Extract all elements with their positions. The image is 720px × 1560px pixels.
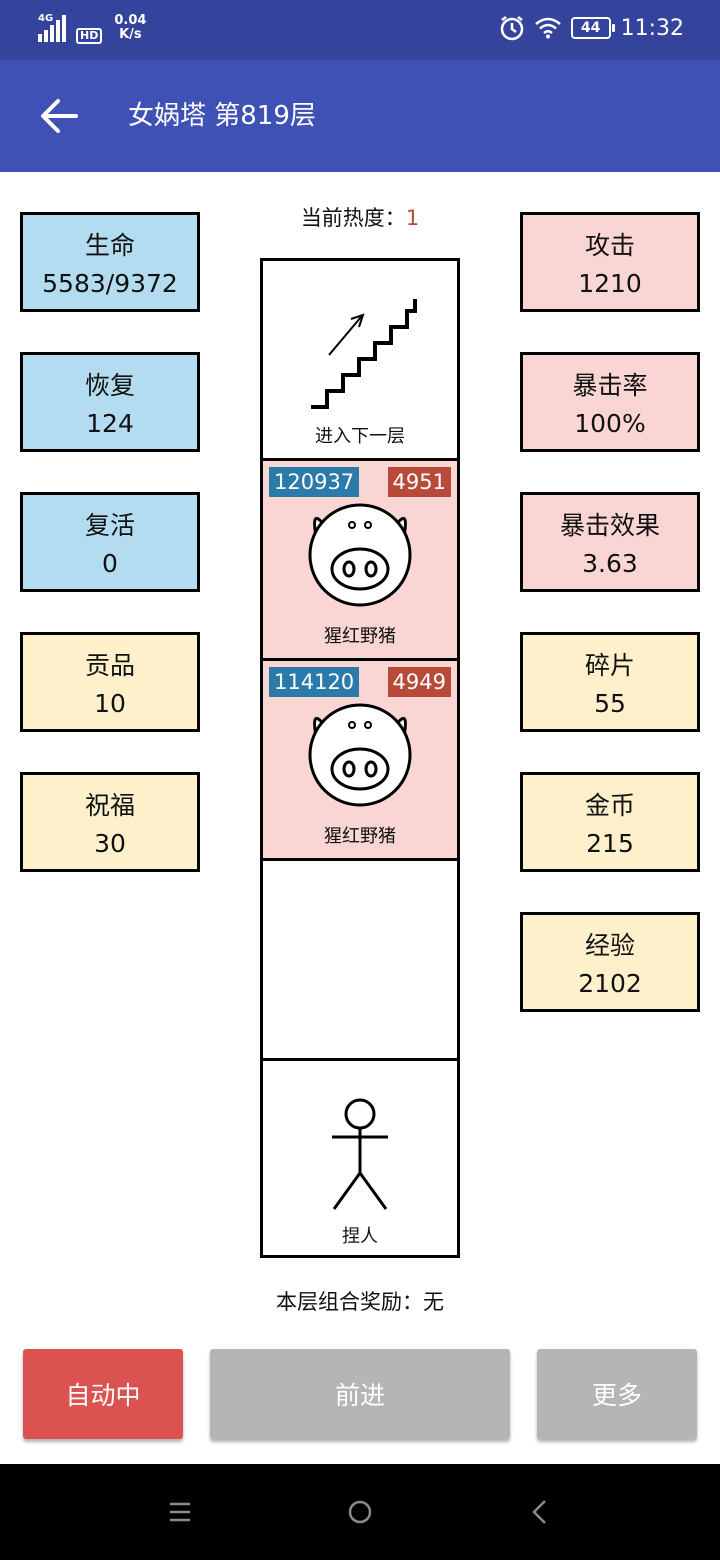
stat-tribute[interactable]: 贡品 10 (20, 632, 200, 732)
tower-cell-monster[interactable]: 120937 4951 猩红野猪 (263, 461, 457, 661)
stat-exp[interactable]: 经验 2102 (520, 912, 700, 1012)
network-type: 4G (38, 13, 54, 24)
stat-blessing[interactable]: 祝福 30 (20, 772, 200, 872)
battery-icon: 44 (570, 17, 615, 39)
stat-value: 1210 (578, 269, 642, 298)
stick-figure-icon (332, 1098, 388, 1210)
stat-label: 金币 (584, 791, 635, 820)
pig-icon (308, 503, 412, 607)
tower-cell-player[interactable]: 捏人 (263, 1061, 457, 1258)
stat-value: 100% (574, 409, 646, 438)
stat-label: 生命 (84, 231, 135, 260)
signal-icon: 4G (38, 14, 68, 42)
stat-gold[interactable]: 金币 215 (520, 772, 700, 872)
monster-hp-badge: 120937 (269, 467, 360, 497)
heat-label: 当前热度： (300, 206, 406, 230)
speed-value: 0.04 (114, 13, 147, 28)
stat-label: 祝福 (84, 791, 135, 820)
tower-cell-empty[interactable] (263, 861, 457, 1061)
stat-value: 0 (102, 549, 118, 578)
more-button[interactable]: 更多 (537, 1349, 697, 1439)
back-icon[interactable] (516, 1488, 564, 1536)
stat-attack[interactable]: 攻击 1210 (520, 212, 700, 312)
stat-label: 碎片 (584, 651, 635, 680)
stat-value: 124 (86, 409, 134, 438)
stat-label: 经验 (584, 931, 635, 960)
stat-label: 攻击 (584, 231, 635, 260)
status-bar: 4G HD 0.04 K/s 44 11:32 (0, 0, 720, 60)
heat-value: 1 (405, 206, 420, 230)
forward-button[interactable]: 前进 (210, 1349, 510, 1439)
cell-label: 进入下一层 (315, 426, 405, 447)
cell-label: 猩红野猪 (324, 626, 396, 647)
stat-value: 10 (94, 689, 126, 718)
stat-value: 3.63 (582, 549, 638, 578)
stat-value: 2102 (578, 969, 642, 998)
wifi-icon (534, 17, 561, 39)
stat-label: 复活 (84, 511, 135, 540)
bonus-value: 无 (423, 1290, 444, 1314)
stat-value: 30 (94, 829, 126, 858)
page-title: 女娲塔 第819层 (128, 101, 316, 131)
monster-attack-badge: 4949 (387, 667, 451, 697)
network-speed: 0.04 K/s (114, 14, 146, 42)
stat-label: 恢复 (84, 371, 135, 400)
stat-revive[interactable]: 复活 0 (20, 492, 200, 592)
stat-label: 暴击率 (572, 371, 648, 400)
tower: 进入下一层 120937 4951 猩红野猪 114120 4949 (260, 258, 460, 1258)
speed-unit: K/s (119, 27, 142, 42)
stat-value: 215 (586, 829, 634, 858)
cell-label: 捏人 (342, 1226, 378, 1247)
bonus-label: 本层组合奖励： (276, 1290, 423, 1314)
pig-icon (308, 703, 412, 807)
navigation-bar (0, 1464, 720, 1560)
stat-label: 暴击效果 (559, 511, 660, 540)
cell-label: 猩红野猪 (324, 826, 396, 847)
menu-icon[interactable] (156, 1488, 204, 1536)
stat-value: 5583/9372 (42, 269, 178, 298)
app-bar: 女娲塔 第819层 (0, 60, 720, 172)
stat-regen[interactable]: 恢复 124 (20, 352, 200, 452)
stat-crit-effect[interactable]: 暴击效果 3.63 (520, 492, 700, 592)
tower-cell-stairs[interactable]: 进入下一层 (263, 261, 457, 461)
stat-crit-rate[interactable]: 暴击率 100% (520, 352, 700, 452)
alarm-icon (500, 16, 523, 41)
auto-button[interactable]: 自动中 (23, 1349, 183, 1439)
arrow-left-icon[interactable] (38, 96, 82, 136)
clock: 11:32 (620, 15, 684, 41)
stat-value: 55 (594, 689, 626, 718)
status-left: 4G HD 0.04 K/s (38, 14, 146, 44)
monster-attack-badge: 4951 (387, 467, 451, 497)
stat-hp[interactable]: 生命 5583/9372 (20, 212, 200, 312)
heat-indicator: 当前热度：1 (260, 202, 460, 234)
status-right: 44 11:32 (499, 15, 684, 41)
stat-fragments[interactable]: 碎片 55 (520, 632, 700, 732)
home-icon[interactable] (336, 1488, 384, 1536)
hd-badge: HD (76, 28, 103, 44)
floor-bonus: 本层组合奖励：无 (160, 1286, 560, 1318)
monster-hp-badge: 114120 (269, 667, 360, 697)
tower-cell-monster[interactable]: 114120 4949 猩红野猪 (263, 661, 457, 861)
stairs-icon (311, 299, 417, 409)
stat-label: 贡品 (84, 651, 135, 680)
